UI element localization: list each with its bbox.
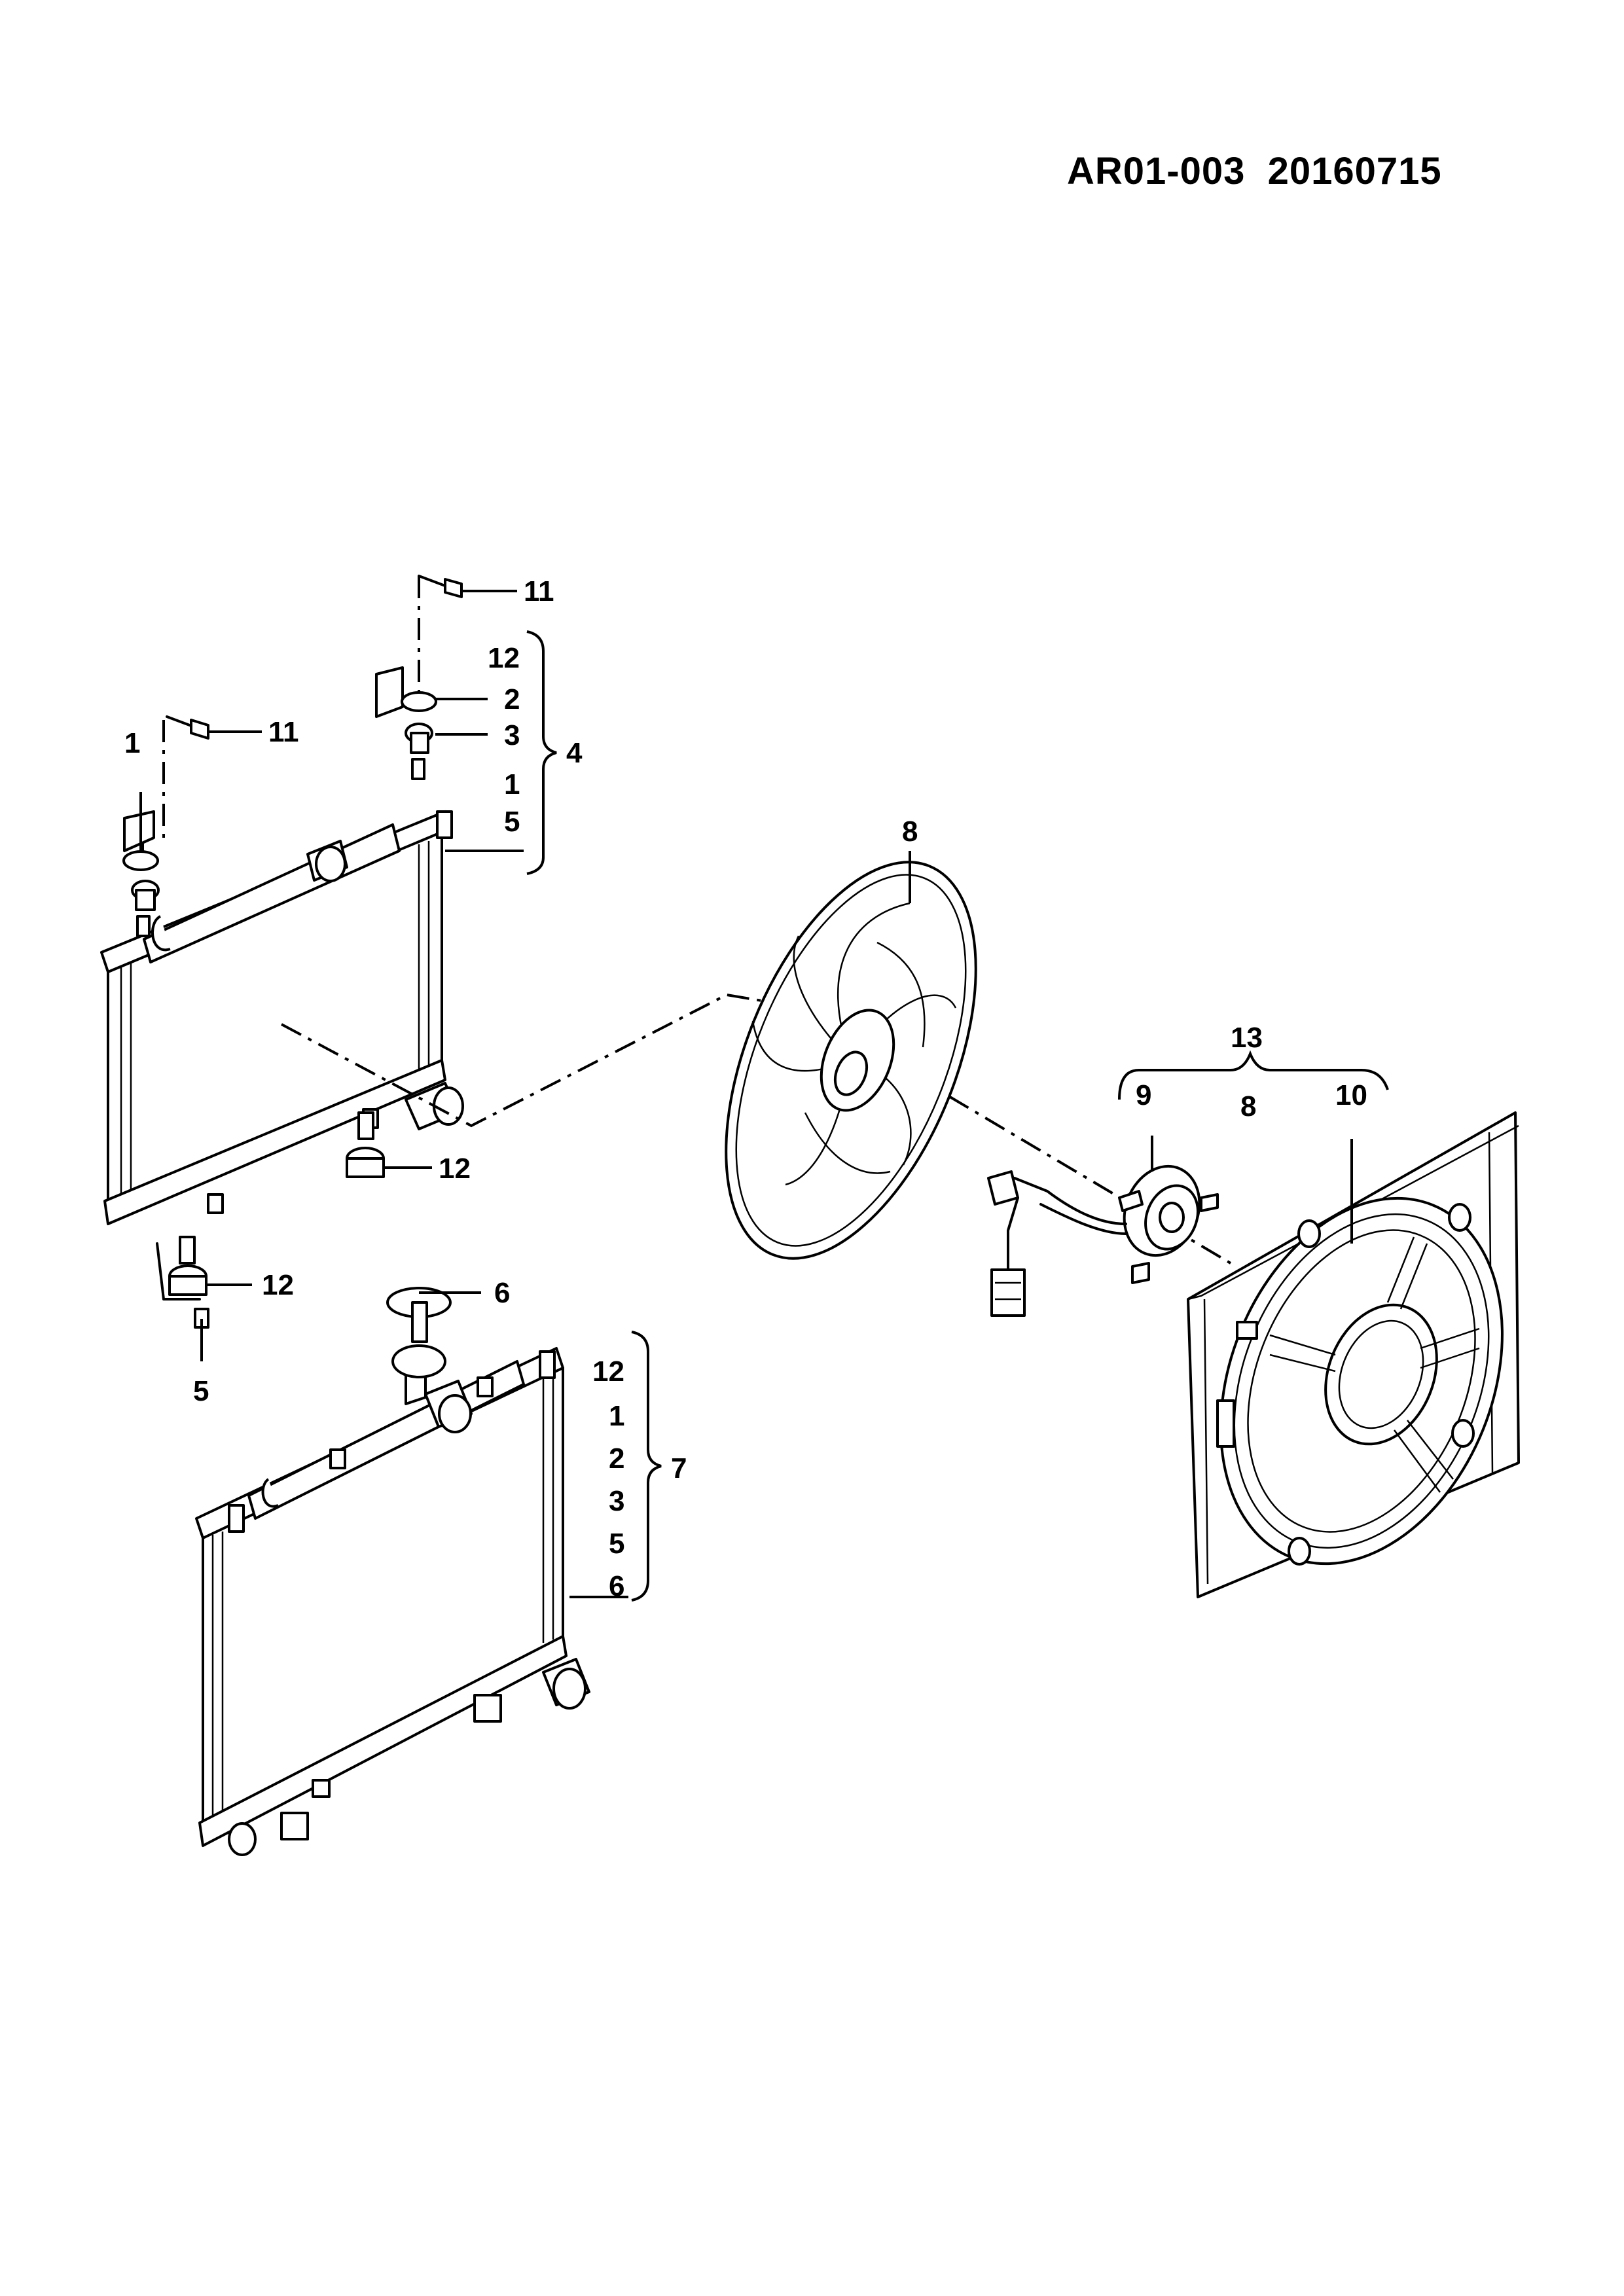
document-code: AR01-003 20160715 <box>1067 150 1442 192</box>
callout-5-g7: 5 <box>609 1528 624 1560</box>
callout-2-top: 2 <box>504 683 520 715</box>
callout-8-fan: 8 <box>902 816 918 848</box>
callout-13: 13 <box>1231 1022 1263 1054</box>
assembly-line-radiator-fan <box>281 993 767 1128</box>
leader-lines <box>139 590 1389 1602</box>
callout-10: 10 <box>1335 1079 1367 1111</box>
callout-9: 9 <box>1136 1079 1151 1111</box>
callout-5-low: 5 <box>193 1375 209 1407</box>
callout-12-low: 12 <box>262 1269 294 1301</box>
fan-shroud <box>1187 1111 1520 1598</box>
callout-labels: 11 12 2 3 1 5 4 1 11 12 12 5 8 13 9 8 10… <box>124 575 1367 1602</box>
callout-11-top: 11 <box>524 575 554 607</box>
callout-8-sub: 8 <box>1240 1090 1256 1122</box>
callout-1-g7: 1 <box>609 1400 624 1432</box>
callout-12-top: 12 <box>488 642 520 674</box>
cooling-fan <box>725 861 977 1260</box>
callout-5-top: 5 <box>504 806 520 838</box>
callout-12-mid: 12 <box>439 1153 471 1185</box>
callout-6: 6 <box>494 1277 510 1309</box>
callout-7: 7 <box>671 1452 687 1484</box>
callout-11-left: 11 <box>268 716 299 748</box>
callout-3-g7: 3 <box>609 1485 624 1517</box>
upper-radiator-mounts <box>122 575 463 1329</box>
lower-radiator <box>195 1287 590 1856</box>
callout-2-g7: 2 <box>609 1443 624 1475</box>
callout-1-top: 1 <box>504 768 520 800</box>
callout-6-g7: 6 <box>609 1570 624 1602</box>
fan-motor <box>987 1164 1219 1317</box>
upper-radiator <box>100 810 464 1225</box>
callout-12-g7: 12 <box>592 1355 624 1388</box>
callout-1-left: 1 <box>124 727 140 759</box>
callout-3-top: 3 <box>504 719 520 751</box>
callout-4: 4 <box>566 737 583 769</box>
